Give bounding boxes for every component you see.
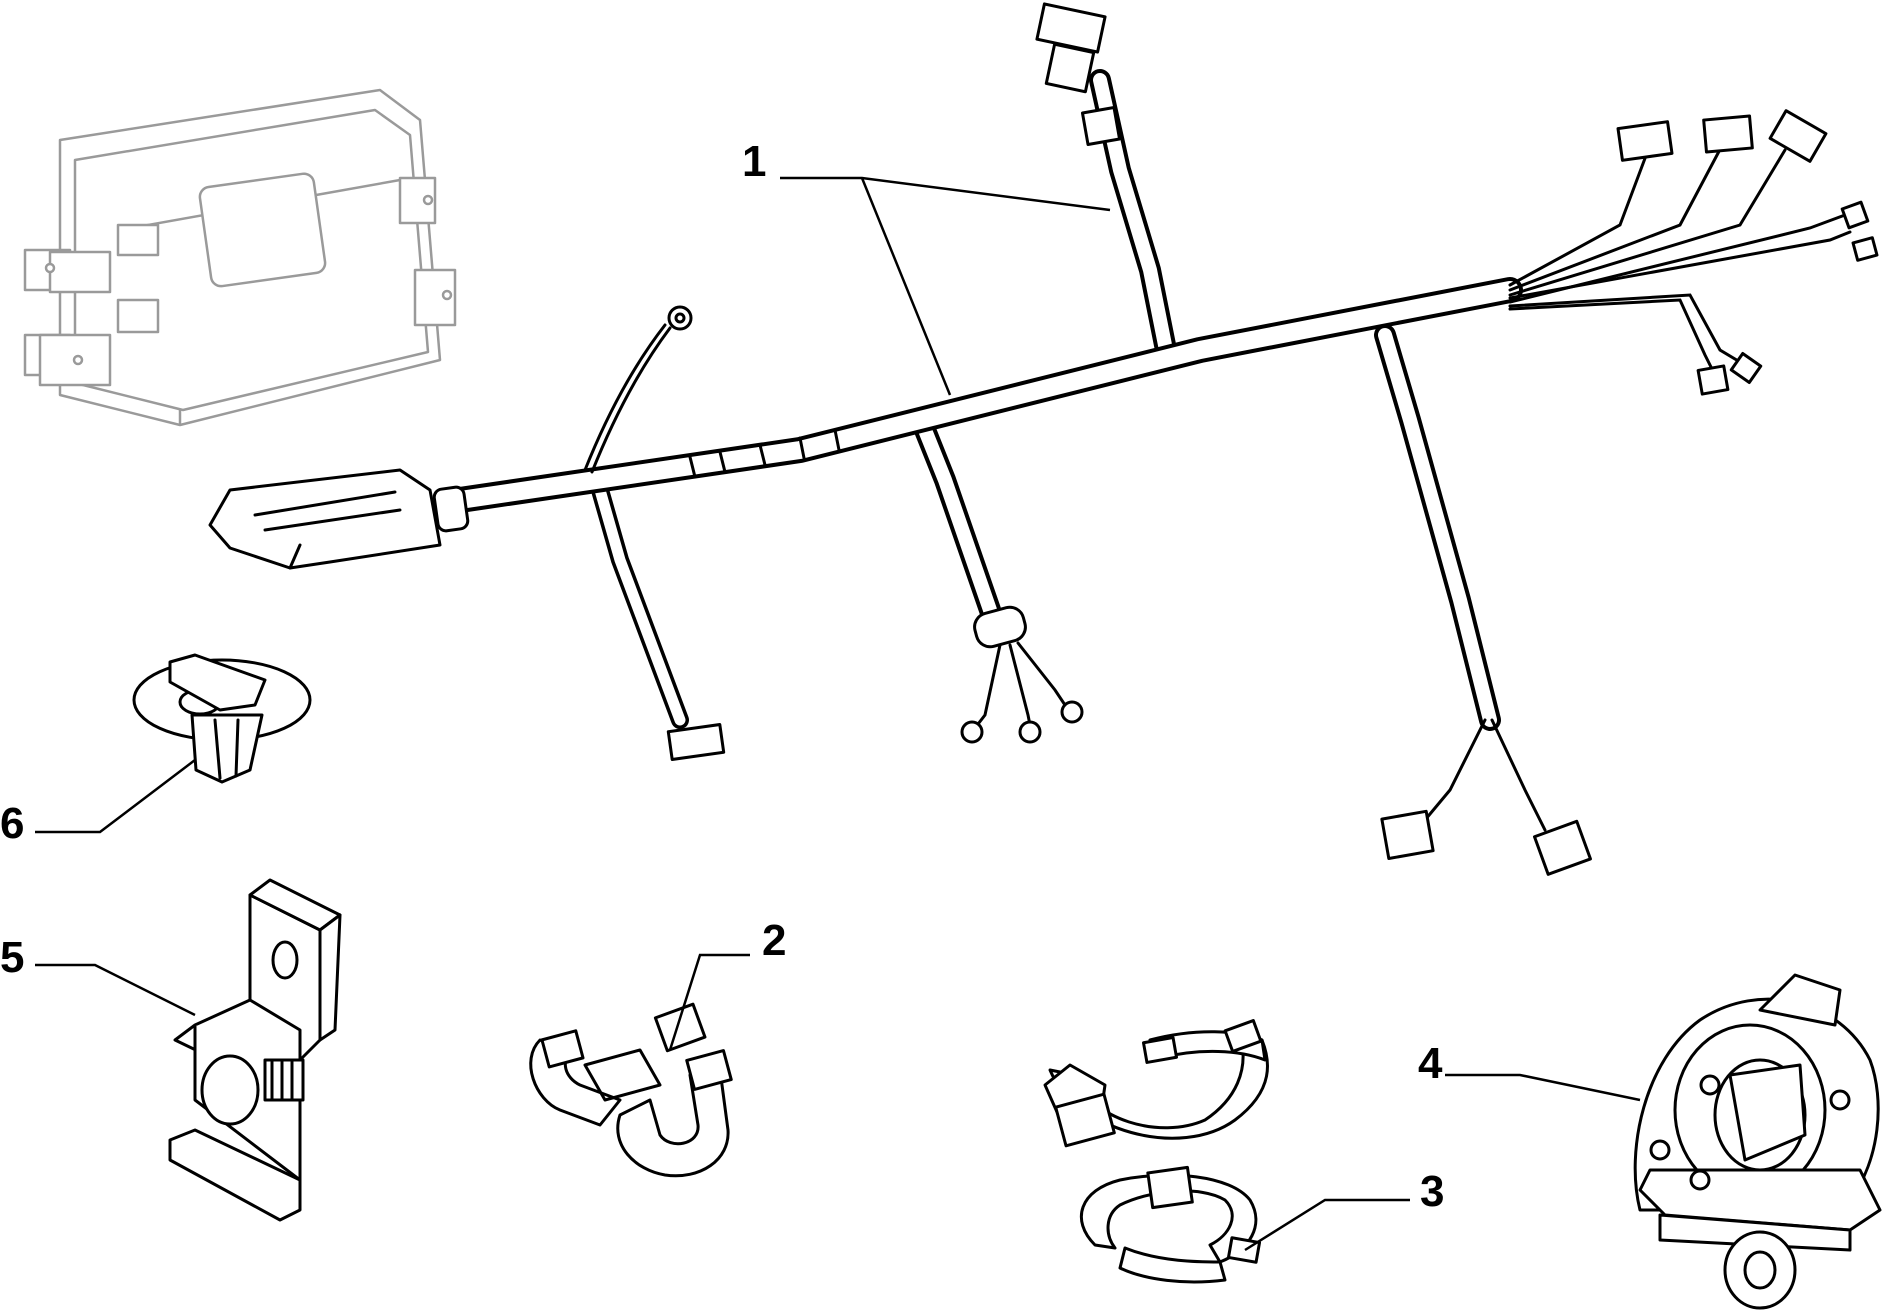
callout-6: 6 bbox=[0, 799, 24, 848]
callout-2: 2 bbox=[762, 916, 786, 965]
ring-clip-drawing bbox=[1633, 973, 1882, 1310]
push-clip-drawing bbox=[132, 653, 312, 784]
bracket-drawing bbox=[168, 878, 342, 1222]
cable-clamp-drawing bbox=[529, 1002, 733, 1178]
callout-4: 4 bbox=[1418, 1039, 1443, 1088]
leader-4 bbox=[1445, 1073, 1641, 1102]
ecu-control-unit-drawing bbox=[23, 88, 457, 427]
double-clip-drawing bbox=[1043, 1019, 1270, 1284]
callout-5: 5 bbox=[0, 933, 24, 982]
callout-labels: 1 2 3 4 5 6 bbox=[0, 137, 1444, 1216]
wiring-harness-drawing bbox=[208, 2, 1879, 876]
callout-1: 1 bbox=[742, 137, 766, 186]
leader-2 bbox=[668, 953, 750, 1051]
leader-1-b bbox=[860, 177, 952, 396]
leader-6 bbox=[35, 759, 196, 834]
leader-lines bbox=[35, 176, 1641, 1252]
callout-3: 3 bbox=[1420, 1167, 1444, 1216]
leader-3 bbox=[1244, 1198, 1410, 1252]
leader-5 bbox=[35, 963, 196, 1017]
leader-1-a bbox=[780, 176, 1111, 212]
